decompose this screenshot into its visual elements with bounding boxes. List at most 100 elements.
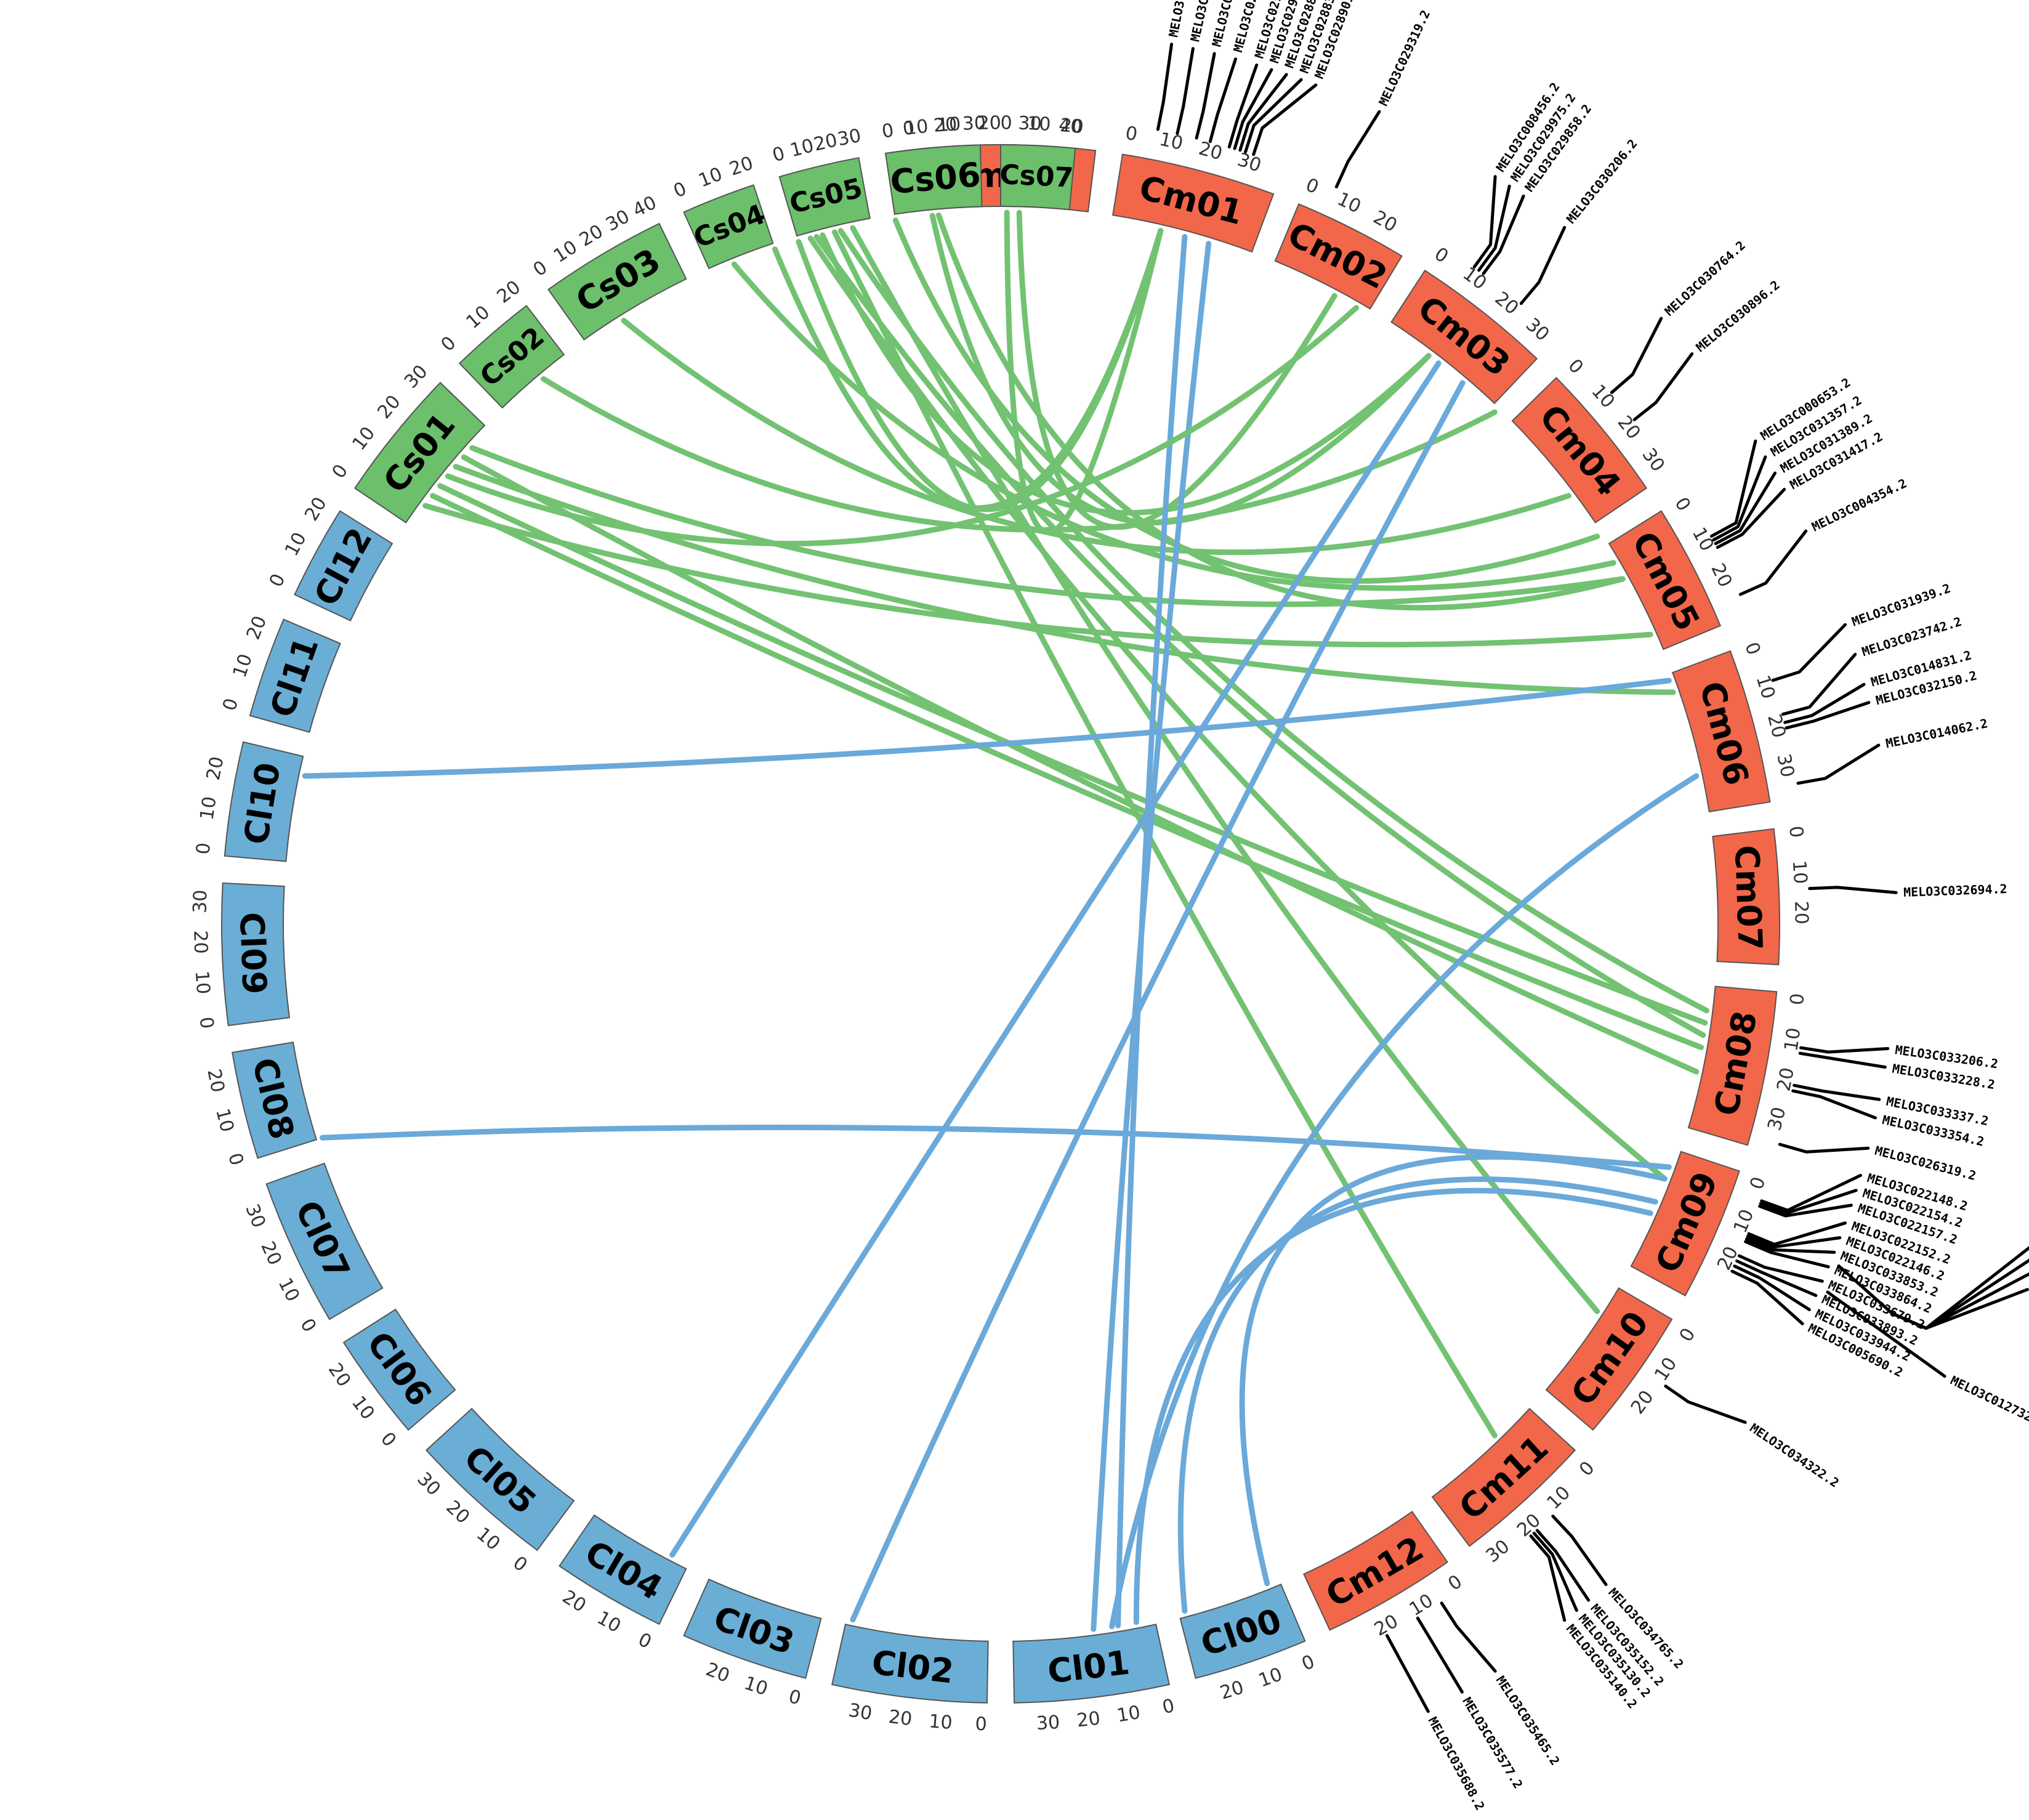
gene-marker xyxy=(1176,47,1195,135)
tick-label: 20 xyxy=(1369,206,1400,237)
tick-label: 0 xyxy=(671,178,690,203)
tick-label: 30 xyxy=(413,1468,445,1500)
gene-marker xyxy=(1759,1189,1858,1215)
chromosome-label: Cm07 xyxy=(1727,844,1770,951)
gene-marker-line xyxy=(1334,110,1381,188)
gene-marker xyxy=(1796,743,1881,785)
synteny-link xyxy=(320,1125,1672,1170)
tick-label: 30 xyxy=(1522,314,1554,346)
tick-label: 40 xyxy=(629,192,660,221)
synteny-link xyxy=(469,445,1626,607)
tick-label: 0 xyxy=(1676,1324,1700,1345)
gene-marker-line xyxy=(1808,886,1898,894)
gene-marker xyxy=(1156,42,1174,131)
gene-marker xyxy=(1482,194,1525,275)
tick-label: 0 xyxy=(1302,174,1321,199)
gene-marker xyxy=(1744,1240,1830,1269)
gene-marker-line xyxy=(1745,1237,1836,1254)
tick-label: 0 xyxy=(1124,123,1139,146)
gene-label: MELO3C004354.2 xyxy=(1809,475,1909,534)
tick-label: 10 xyxy=(928,1710,953,1734)
gene-annotation-layer: MELO3C028667.2MELO3C028780.2MELO3C028925… xyxy=(1156,0,2029,1813)
tick-label: 10 xyxy=(472,1523,504,1555)
gene-marker-line xyxy=(1781,653,1857,716)
gene-marker xyxy=(1551,1515,1608,1587)
synteny-links xyxy=(302,209,1709,1632)
tick-label: 10 xyxy=(1027,113,1051,135)
gene-marker-line xyxy=(1233,68,1273,150)
tick-label: 0 xyxy=(192,842,215,855)
gene-marker xyxy=(1477,184,1511,272)
tick-label: 20 xyxy=(727,152,756,180)
tick-label: 0 xyxy=(530,257,552,281)
tick-label: 0 xyxy=(902,117,916,140)
synteny-link xyxy=(1239,1154,1668,1587)
tick-label: 10 xyxy=(1752,673,1780,702)
chromosome-block xyxy=(831,1624,989,1704)
gene-marker-line xyxy=(1744,1240,1830,1269)
gene-marker-line xyxy=(1208,57,1237,144)
gene-marker-line xyxy=(1758,1203,1853,1218)
chromosome-block xyxy=(884,144,983,215)
gene-label: MELO3C014062.2 xyxy=(1884,716,1989,751)
chromosome-block xyxy=(249,618,341,733)
tick-label: 20 xyxy=(256,1238,286,1268)
gene-marker xyxy=(1733,1264,1811,1311)
synteny-link xyxy=(929,212,1432,525)
tick-label: 10 xyxy=(281,529,311,560)
tick-label: 0 xyxy=(786,1686,803,1710)
synteny-link xyxy=(1133,1187,1653,1625)
tick-label: 10 xyxy=(904,116,930,140)
chromosome-block xyxy=(1012,1624,1170,1704)
tick-label: 0 xyxy=(881,119,895,142)
tick-label: 0 xyxy=(1160,1695,1176,1718)
gene-marker-line xyxy=(1551,1515,1608,1587)
gene-label: MELO3C012732.2 xyxy=(1948,1373,2029,1431)
synteny-link xyxy=(430,493,1704,1051)
gene-marker-line xyxy=(1730,1269,1804,1325)
gene-marker-line xyxy=(1529,1534,1567,1622)
synteny-link xyxy=(437,483,1708,1026)
tick-label: 10 xyxy=(274,1274,304,1305)
gene-marker-line xyxy=(1826,1290,1946,1378)
gene-marker-line xyxy=(1519,225,1567,305)
tick-label: 30 xyxy=(189,889,211,913)
gene-marker xyxy=(1440,1601,1497,1673)
chromosome-block xyxy=(294,510,393,621)
gene-marker-line xyxy=(1244,78,1303,154)
tick-label: 0 xyxy=(1740,639,1764,658)
chromosome-block xyxy=(1712,828,1780,966)
gene-marker-line xyxy=(1733,1264,1811,1311)
tick-label: 10 xyxy=(1788,860,1811,884)
tick-label: 0 xyxy=(1000,112,1012,134)
tick-label: 0 xyxy=(437,332,461,356)
tick-label: 30 xyxy=(241,1201,270,1231)
gene-label: MELO3C032694.2 xyxy=(1903,881,2007,900)
tick-label: 0 xyxy=(219,696,243,713)
tick-label: 20 xyxy=(1790,900,1812,924)
gene-marker-line xyxy=(1778,1143,1870,1154)
chromosome-block xyxy=(778,157,871,237)
tick-label: 30 xyxy=(1235,149,1264,177)
gene-marker-line xyxy=(1783,682,1866,724)
tick-label: 30 xyxy=(1036,1712,1060,1734)
chromosome-block xyxy=(1545,1287,1673,1431)
synteny-link xyxy=(1091,241,1212,1632)
chromosome-block xyxy=(1112,153,1275,253)
chromosome-label: Cl01 xyxy=(1046,1643,1132,1691)
synteny-link xyxy=(422,503,1653,648)
tick-label: 30 xyxy=(836,125,863,151)
chromosome-block xyxy=(1630,1151,1740,1296)
gene-marker-line xyxy=(1156,42,1174,131)
gene-marker-line xyxy=(1735,1259,1818,1297)
tick-label: 20 xyxy=(812,129,839,155)
